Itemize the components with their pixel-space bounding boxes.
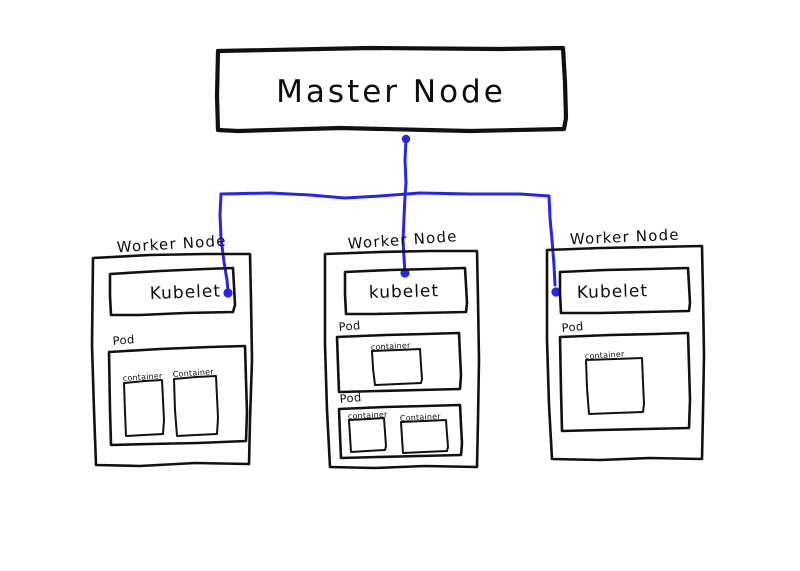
worker-left-pod-1-container-2-box: [173, 375, 219, 437]
worker-right-kubelet[interactable]: Kubelet: [558, 266, 692, 315]
master-node-box: [214, 45, 569, 134]
connector-left-kubelet-dot: [223, 288, 233, 298]
worker-middle-kubelet-label: kubelet: [369, 281, 440, 303]
connector-drop-left: [218, 192, 230, 294]
worker-left-label: Worker Node: [116, 232, 227, 257]
worker-left-pod-1-container-1-box: [123, 379, 165, 437]
worker-middle-pod-2-container-2[interactable]: Container: [400, 412, 449, 454]
worker-right-pod-1-label: Pod: [561, 319, 584, 335]
worker-right-pod-1-container-1[interactable]: container: [585, 350, 645, 415]
worker-right-label: Worker Node: [569, 226, 680, 249]
worker-left-pod-1-container-1-label: container: [123, 371, 164, 383]
worker-left-pod-1[interactable]: Pod container Container: [107, 332, 249, 447]
master-node-label: Master Node: [276, 74, 506, 110]
worker-middle-kubelet[interactable]: kubelet: [343, 266, 469, 316]
connector-right-kubelet-dot: [551, 287, 561, 297]
connector-master-endpoint-dot: [401, 134, 411, 144]
master-node-group[interactable]: Master Node: [214, 45, 569, 134]
worker-left-pod-1-container-2-label: Container: [173, 367, 215, 379]
worker-node-middle[interactable]: Worker Node kubelet Pod container Pod: [323, 227, 481, 470]
worker-middle-pod-1-container-1-label: container: [371, 341, 412, 352]
worker-middle-box: [323, 249, 481, 470]
worker-middle-pod-2-label: Pod: [339, 390, 362, 406]
connector-master-trunk: [403, 137, 408, 198]
connector-horizontal-bus: [219, 191, 551, 200]
connector-drop-right: [547, 194, 557, 287]
worker-right-box: [545, 244, 706, 462]
worker-right-pod-1-container-1-label: container: [585, 350, 626, 361]
worker-middle-kubelet-box: [343, 266, 469, 316]
worker-middle-pod-2-container-1[interactable]: container: [348, 410, 389, 453]
worker-middle-pod-1[interactable]: Pod container: [335, 318, 463, 394]
worker-left-kubelet-box: [108, 266, 237, 317]
worker-middle-label: Worker Node: [347, 227, 458, 253]
worker-left-pod-1-container-2[interactable]: Container: [173, 367, 219, 437]
worker-middle-pod-1-container-1-box: [371, 348, 423, 386]
worker-middle-pod-2[interactable]: Pod container Container: [337, 390, 464, 460]
worker-middle-pod-2-container-2-label: Container: [400, 412, 442, 423]
worker-right-kubelet-box: [558, 266, 692, 315]
connector-drop-middle: [401, 194, 407, 274]
worker-middle-pod-2-container-2-box: [400, 419, 449, 454]
worker-middle-pod-1-box: [335, 331, 463, 394]
worker-node-left[interactable]: Worker Node Kubelet Pod container Contai: [90, 232, 254, 468]
worker-right-pod-1-container-1-box: [585, 357, 645, 415]
worker-right-kubelet-label: Kubelet: [577, 281, 649, 303]
worker-middle-pod-2-box: [337, 403, 464, 460]
worker-middle-pod-2-container-1-box: [348, 417, 387, 453]
worker-right-pod-1-box: [558, 331, 692, 433]
worker-middle-pod-2-container-1-label: container: [348, 410, 389, 421]
worker-left-box: [90, 252, 254, 468]
worker-left-kubelet[interactable]: Kubelet: [108, 266, 237, 317]
worker-middle-pod-1-label: Pod: [338, 318, 361, 334]
worker-left-pod-1-container-1[interactable]: container: [123, 371, 165, 437]
worker-left-pod-1-box: [107, 344, 249, 447]
worker-node-right[interactable]: Worker Node Kubelet Pod container: [545, 226, 706, 462]
worker-left-pod-1-label: Pod: [112, 332, 135, 348]
worker-middle-pod-1-container-1[interactable]: container: [371, 341, 423, 386]
worker-right-pod-1[interactable]: Pod container: [558, 319, 692, 433]
worker-left-kubelet-label: Kubelet: [149, 282, 221, 304]
connector-network[interactable]: [218, 134, 561, 298]
